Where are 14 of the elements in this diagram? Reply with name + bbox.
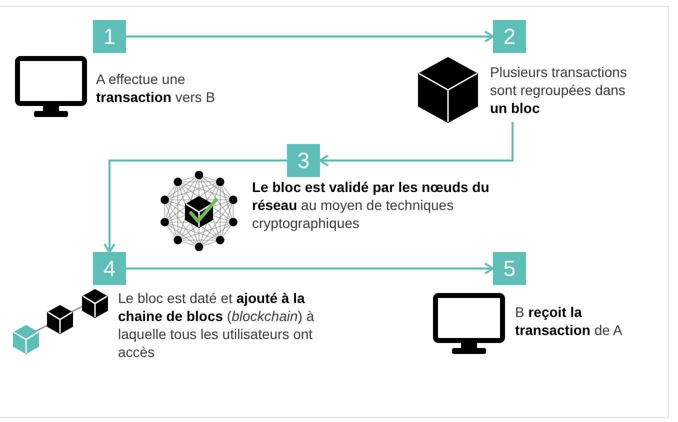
arrow	[126, 30, 494, 42]
step-description: Le bloc est daté et ajouté à la chaine de blocs (blockchain) à laquelle tous les utilisateurs ont accès	[118, 289, 316, 361]
arrow	[126, 262, 494, 274]
arrow	[104, 160, 287, 253]
arrow	[319, 122, 514, 166]
step-description: Plusieurs transactions sont regroupées dans un bloc	[490, 63, 628, 117]
step-number-box: 1	[93, 20, 126, 53]
step-number-box: 4	[93, 252, 126, 285]
step-description: A effectue une transaction vers B	[96, 70, 216, 106]
step-description: B reçoit la transaction de A	[515, 303, 624, 339]
step-number-box: 3	[287, 144, 320, 177]
step-description: Le bloc est validé par les nœuds du réseau au moyen de techniques cryptographiques	[252, 178, 490, 232]
step-number-box: 2	[493, 20, 526, 53]
step-number-box: 5	[493, 252, 526, 285]
